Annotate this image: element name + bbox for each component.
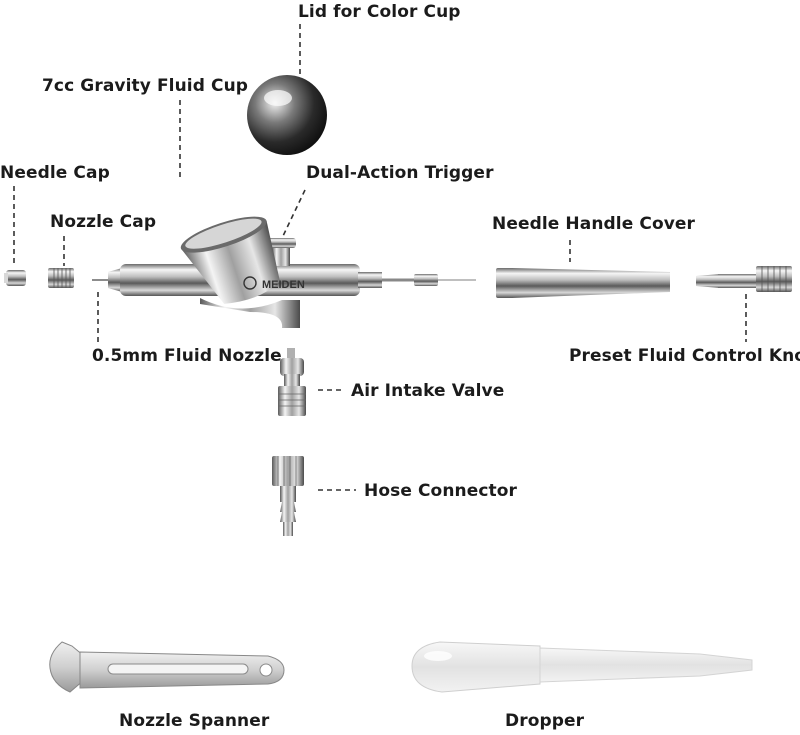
brand-logo: MEIDEN <box>262 279 305 291</box>
label-needle-cap: Needle Cap <box>0 163 110 183</box>
air-intake-valve-part <box>278 348 306 416</box>
needle-cap-part <box>4 270 26 286</box>
label-nozzle-cap: Nozzle Cap <box>50 212 157 232</box>
leader-lines <box>13 24 747 491</box>
label-preset-fluid-control-knob: Preset Fluid Control Knob <box>569 346 800 366</box>
dropper-part <box>411 641 753 693</box>
airbrush-body-part: MEIDEN <box>92 216 476 328</box>
label-air-intake-valve: Air Intake Valve <box>351 381 505 401</box>
label-dual-action-trigger: Dual-Action Trigger <box>306 163 494 183</box>
label-lid-for-color-cup: Lid for Color Cup <box>298 2 461 22</box>
label-dropper: Dropper <box>505 711 585 731</box>
nozzle-spanner-part <box>49 641 285 693</box>
preset-knob-part <box>696 266 792 292</box>
label-fluid-nozzle: 0.5mm Fluid Nozzle <box>92 346 282 366</box>
label-hose-connector: Hose Connector <box>364 481 518 501</box>
label-needle-handle-cover: Needle Handle Cover <box>492 214 696 234</box>
needle-handle-cover-part <box>496 268 670 298</box>
nozzle-cap-part <box>48 268 74 288</box>
lid-part <box>247 75 327 155</box>
label-gravity-fluid-cup: 7cc Gravity Fluid Cup <box>42 76 249 96</box>
label-nozzle-spanner: Nozzle Spanner <box>119 711 270 731</box>
hose-connector-part <box>272 456 304 536</box>
